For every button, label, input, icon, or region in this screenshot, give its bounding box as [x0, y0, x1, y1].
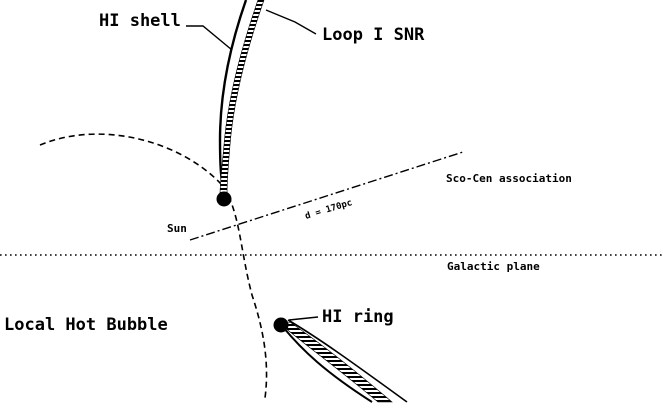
hi-ring-inner-arc [282, 326, 373, 403]
hi-ring-outer-arc [287, 319, 408, 403]
sco-cen-label: Sco-Cen association [446, 172, 572, 185]
local-bubble-boundary [39, 133, 268, 399]
local-hot-bubble-label: Local Hot Bubble [4, 315, 168, 335]
loop-snr-label: Loop I SNR [322, 25, 425, 45]
hi-ring-leader [288, 316, 319, 321]
hi-ring-shell [282, 321, 393, 403]
hi-ring-dot [273, 317, 289, 333]
hi-shell-dot [216, 191, 232, 207]
hi-shell-leader [186, 25, 233, 51]
sun-label: Sun [167, 222, 187, 235]
distance-label: d = 170pc [304, 198, 354, 222]
hi-ring-label: HI ring [322, 307, 394, 327]
sco-cen-sightline [189, 151, 464, 241]
hi-shell-label: HI shell [99, 11, 181, 31]
loop-snr-leader [265, 9, 317, 35]
galactic-plane-label: Galactic plane [447, 260, 540, 273]
loop-snr-shell [219, 0, 265, 196]
